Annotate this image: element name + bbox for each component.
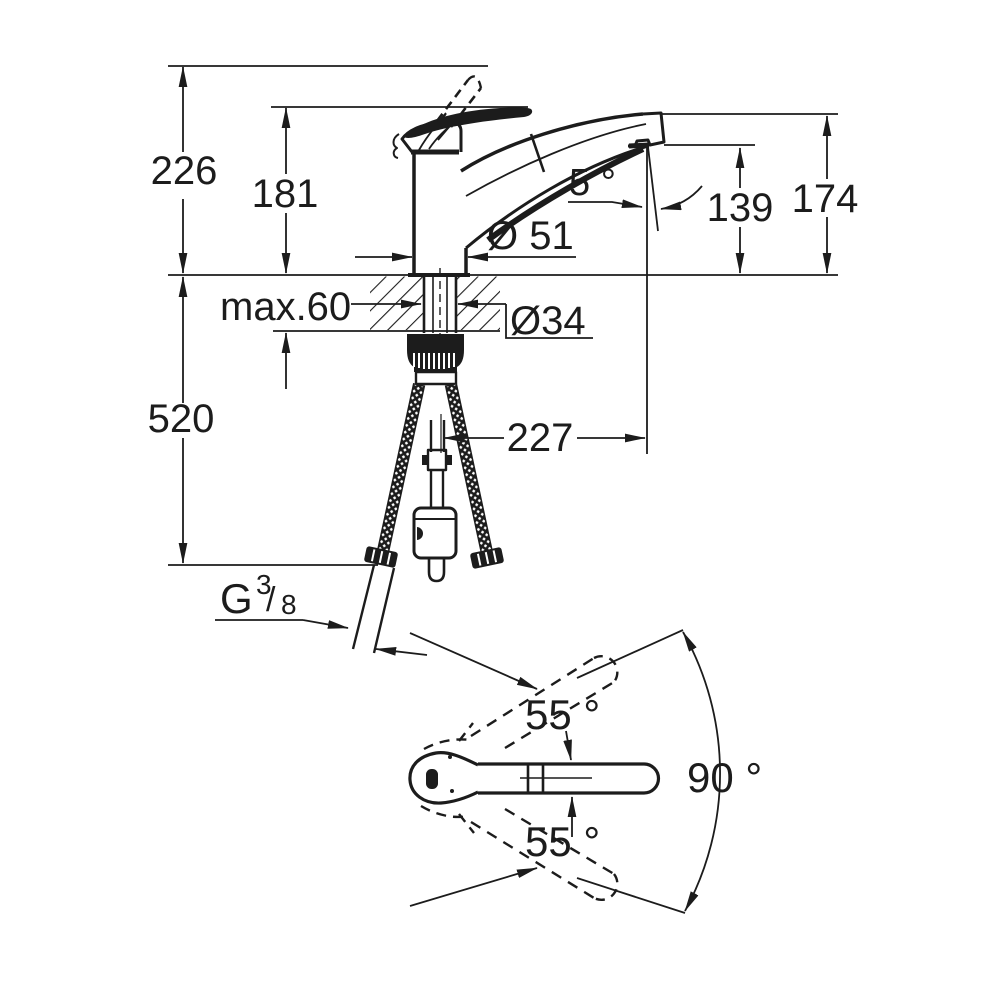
mounting-nut — [407, 334, 464, 372]
faucet-outline — [392, 75, 666, 277]
spray-head — [628, 111, 666, 148]
thread-denominator: 8 — [281, 589, 297, 620]
dim-reach: 227 — [507, 416, 574, 460]
dim-hose-drop: 520 — [148, 397, 215, 441]
dim-counter-thickness: max.60 — [220, 285, 351, 329]
swivel-annotations — [409, 629, 721, 914]
dim-swivel-total: 90 ° — [687, 754, 762, 801]
thread-numerator: 3 — [256, 569, 272, 600]
hose-weight — [412, 506, 458, 560]
dim-shank-diameter: Ø34 — [510, 299, 586, 343]
dim-outlet-height: 139 — [707, 186, 774, 230]
supply-hose-right — [444, 383, 494, 556]
dim-spout-height: 174 — [792, 177, 859, 221]
side-view: 226 181 174 139 Ø 51 5 ° max.60 Ø34 520 … — [148, 65, 859, 656]
handle-raised-ghost — [429, 75, 483, 141]
dim-base-diameter: Ø 51 — [487, 214, 574, 258]
dim-handle-height: 181 — [252, 172, 319, 216]
mounting-hardware — [407, 268, 464, 386]
dim-swivel-down: 55 ° — [525, 818, 600, 865]
dim-swivel-up: 55 ° — [525, 691, 600, 738]
dim-thread-size: G 3 / 8 — [220, 569, 297, 622]
dim-spray-angle: 5 ° — [569, 162, 616, 204]
thread-letter: G — [220, 575, 253, 622]
hose-fitting-left — [364, 546, 398, 568]
hose-fitting-right — [470, 547, 504, 569]
swivel-ghost-down — [420, 804, 619, 901]
dim-total-height: 226 — [151, 149, 218, 193]
top-view: 55 ° 55 ° 90 ° — [408, 629, 762, 914]
hoses — [351, 383, 504, 654]
top-view-faucet — [408, 751, 661, 805]
handle-lever — [404, 107, 533, 138]
thread-slash: / — [266, 581, 276, 619]
dimension-annotations — [168, 65, 838, 656]
supply-tail-tube — [351, 564, 396, 654]
